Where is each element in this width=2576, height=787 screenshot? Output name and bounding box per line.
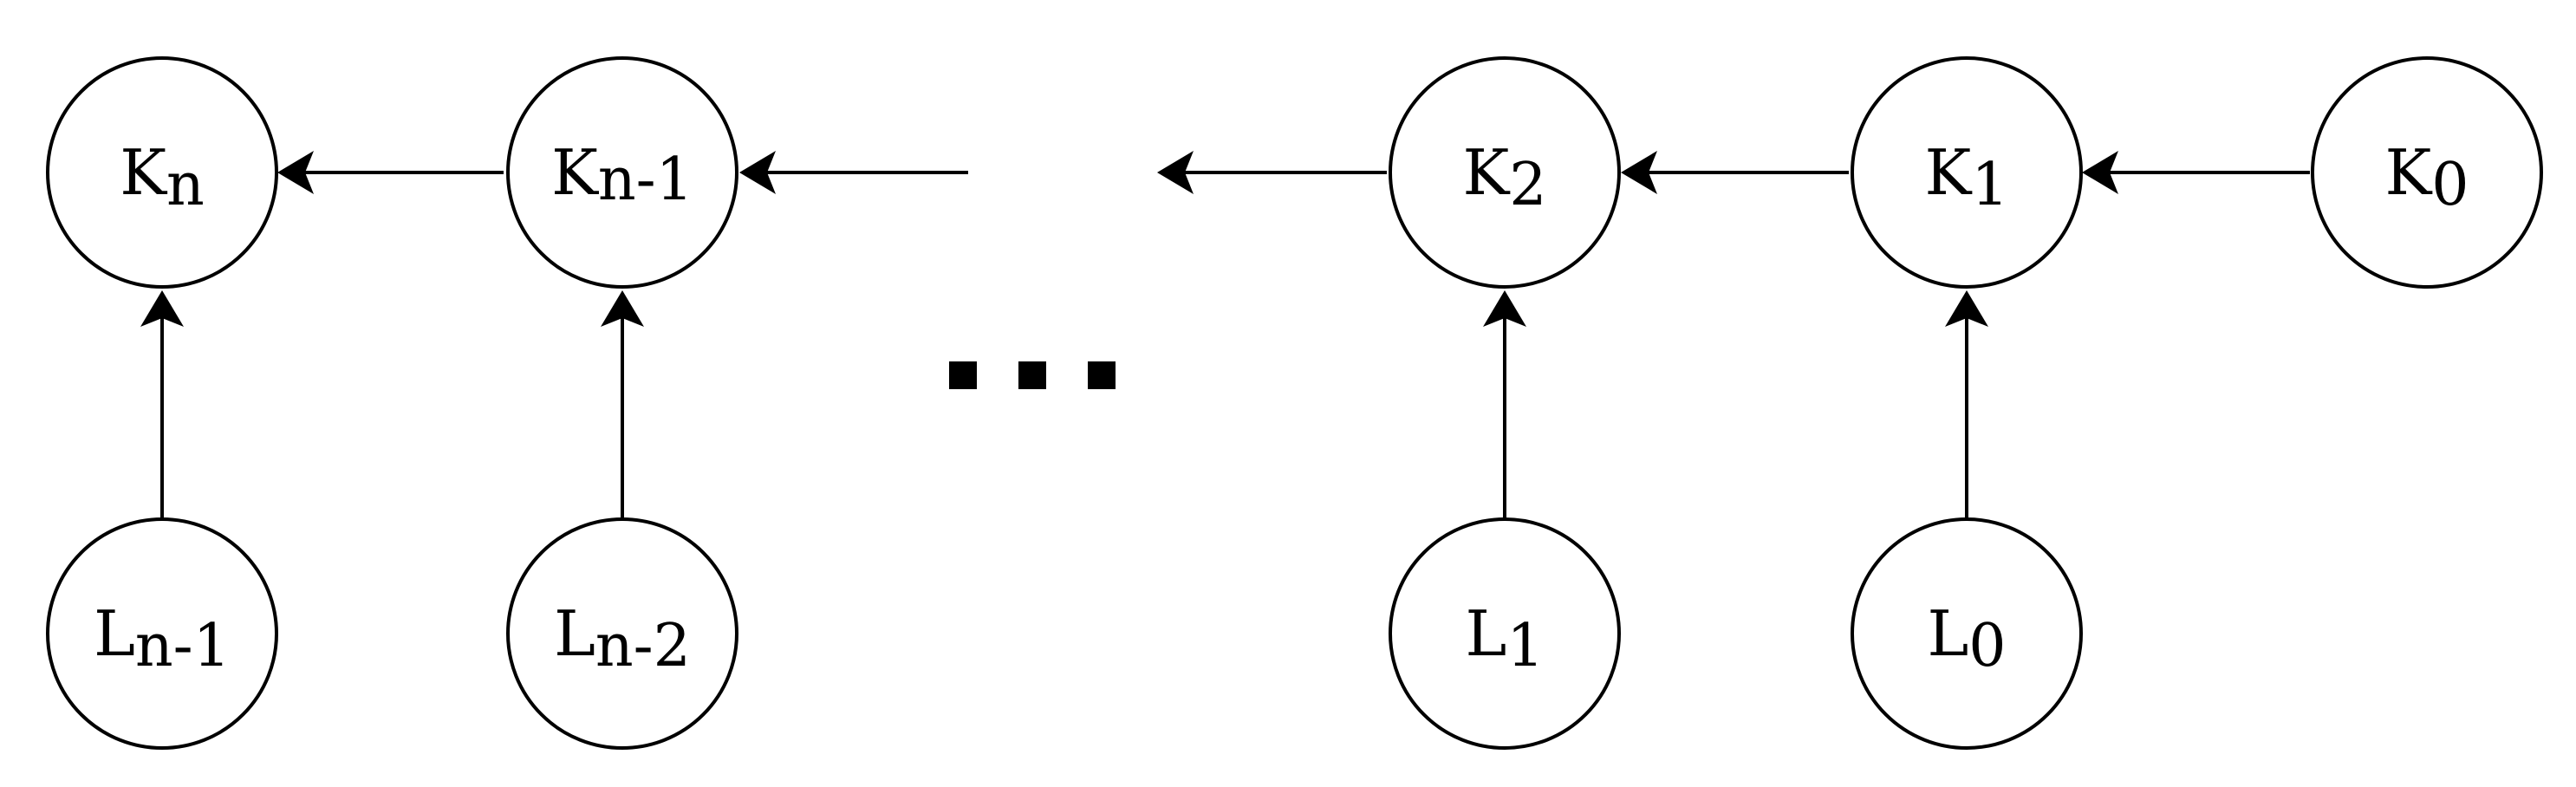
edge-k2-to-ellipsis bbox=[1157, 151, 1387, 194]
node-k-n: Kn bbox=[46, 56, 278, 289]
node-k-2: K2 bbox=[1389, 56, 1621, 289]
node-k-n-1-label: Kn-1 bbox=[551, 136, 693, 214]
edge-ln2-to-kn1 bbox=[601, 290, 644, 519]
node-l-0: L0 bbox=[1851, 517, 2083, 750]
edge-k0-to-k1 bbox=[2082, 151, 2310, 194]
ellipsis-dots: ... bbox=[949, 361, 1116, 389]
edge-ellipsis-to-kn1 bbox=[739, 151, 968, 194]
node-l-1: L1 bbox=[1389, 517, 1621, 750]
edge-ln1-to-kn bbox=[140, 290, 184, 519]
edge-k1-to-k2 bbox=[1621, 151, 1849, 194]
node-k-2-label: K2 bbox=[1462, 136, 1546, 219]
node-l-n-2-label: Ln-2 bbox=[554, 597, 691, 680]
node-l-1-label: L1 bbox=[1465, 597, 1544, 680]
node-l-0-label: L0 bbox=[1927, 597, 2006, 680]
node-l-n-2: Ln-2 bbox=[506, 517, 738, 750]
node-k-n-1: Kn-1 bbox=[506, 56, 738, 289]
node-k-0: K0 bbox=[2311, 56, 2543, 289]
node-k-0-label: K0 bbox=[2384, 136, 2469, 219]
edge-l1-to-k2 bbox=[1483, 290, 1526, 519]
node-l-n-1-label: Ln-1 bbox=[94, 597, 231, 680]
node-k-n-label: Kn bbox=[120, 136, 205, 219]
node-k-1-label: K1 bbox=[1924, 136, 2008, 219]
node-l-n-1: Ln-1 bbox=[46, 517, 278, 750]
edge-kn1-to-kn bbox=[277, 151, 504, 194]
node-k-1: K1 bbox=[1851, 56, 2083, 289]
edge-l0-to-k1 bbox=[1945, 290, 1988, 519]
